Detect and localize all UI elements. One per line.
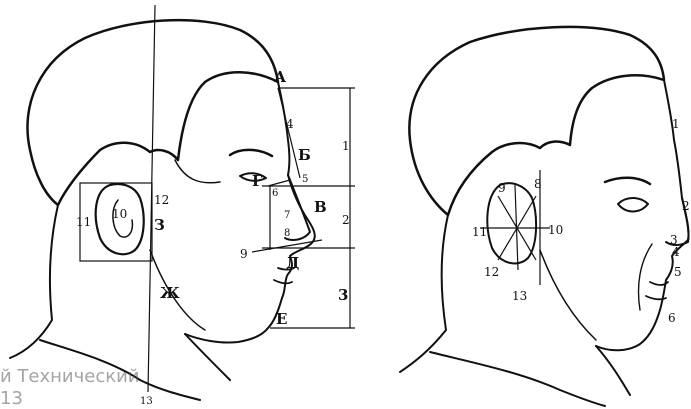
- num-4: 4: [286, 117, 294, 131]
- left-brow: [230, 150, 272, 156]
- right-head-drawing: [400, 27, 689, 406]
- watermark-line-1: й Технический: [0, 366, 200, 388]
- right-jaw: [540, 250, 596, 340]
- right-num-10: 10: [548, 223, 563, 237]
- right-labels: 9 11 12 13 10 8 1 2 3 4 5 6: [472, 117, 690, 325]
- num-5: 5: [302, 174, 308, 185]
- left-head-drawing: [10, 20, 315, 400]
- right-num-5: 5: [674, 265, 682, 279]
- num-6: 6: [272, 188, 278, 199]
- left-jaw: [150, 160, 220, 330]
- right-ear: [487, 183, 536, 263]
- left-neck: [10, 205, 58, 358]
- right-num-6: 6: [668, 311, 676, 325]
- num-3: 3: [338, 286, 348, 304]
- right-num-2: 2: [682, 199, 690, 213]
- point-A: А: [274, 68, 287, 86]
- point-D: Д: [286, 254, 299, 272]
- right-nasolabial: [639, 244, 653, 310]
- right-brow: [605, 178, 650, 184]
- right-num-8: 8: [534, 177, 542, 191]
- num-2: 2: [342, 213, 350, 227]
- right-num-11: 11: [472, 225, 487, 239]
- right-num-13: 13: [512, 289, 527, 303]
- point-E: Е: [276, 310, 287, 328]
- point-B: Б: [298, 146, 311, 164]
- right-num-12: 12: [484, 265, 499, 279]
- num-1: 1: [342, 139, 350, 153]
- right-num-9: 9: [498, 181, 506, 195]
- right-eye: [618, 198, 648, 212]
- num-10: 10: [112, 207, 127, 221]
- right-collar: [430, 346, 630, 406]
- num-9: 9: [240, 247, 248, 261]
- point-Zh: Ж: [160, 284, 180, 302]
- right-num-1: 1: [672, 117, 680, 131]
- right-num-4: 4: [672, 245, 680, 259]
- left-face-profile: [185, 82, 315, 343]
- num-8: 8: [284, 228, 290, 239]
- left-labels: А Б Г В Д Е Ж З 1 2 3 4 5 6 7 8 9 10 11 …: [76, 68, 350, 407]
- watermark-line-2: 13: [0, 388, 200, 409]
- point-V: В: [314, 198, 327, 216]
- num-7: 7: [284, 210, 290, 221]
- num-12: 12: [154, 193, 169, 207]
- right-neck: [400, 215, 448, 372]
- watermark: й Технический 13: [0, 366, 200, 409]
- point-Z: З: [154, 216, 165, 234]
- nose-base: [252, 240, 322, 252]
- num-11: 11: [76, 215, 91, 229]
- point-G: Г: [252, 172, 263, 190]
- brow-nose-line: [268, 180, 290, 186]
